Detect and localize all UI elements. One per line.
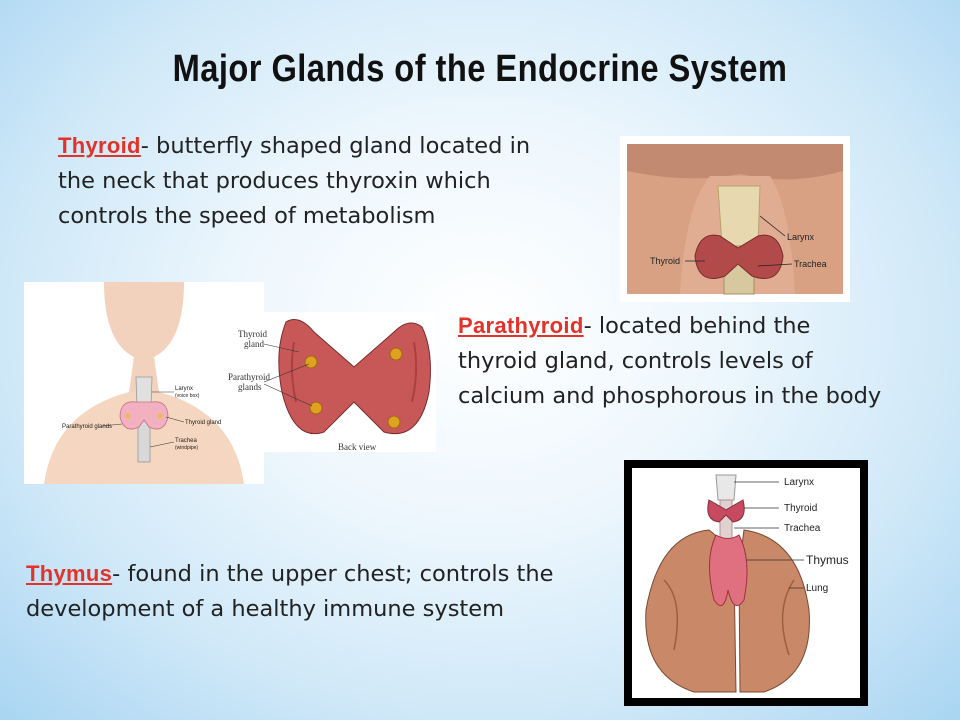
thymus-illustration: Larynx Thyroid Trachea Thymus Lung [632,468,860,698]
back-label-back-view: Back view [338,442,377,452]
thyroid-description: Thyroid- butterfly shaped gland located … [58,128,558,234]
thyroid-term: Thyroid [58,133,141,158]
thymus-image: Larynx Thyroid Trachea Thymus Lung [624,460,868,706]
back-label-parathyroid: Parathyroid [228,372,270,382]
back-label-thyroid: Thyroid [238,329,267,339]
thymus-label-larynx: Larynx [784,477,814,488]
slide-title: Major Glands of the Endocrine System [172,48,788,90]
neck-label-thyroid: Thyroid [650,256,680,266]
back-label-parathyroid-2: glands [238,382,262,392]
parathyroid-image: Larynx (voice box) Thyroid gland Parathy… [24,282,436,484]
front-label-trachea: Trachea [175,438,197,444]
thymus-label-lung: Lung [806,583,828,594]
thymus-label-trachea: Trachea [784,523,821,534]
thyroid-separator: - [140,133,157,159]
thyroid-neck-image: Larynx Trachea Thyroid [620,136,850,302]
front-label-larynx: Larynx [175,386,193,392]
neck-label-larynx: Larynx [787,232,815,242]
thymus-label-thymus: Thymus [806,553,849,567]
parathyroid-illustration: Larynx (voice box) Thyroid gland Parathy… [24,282,436,484]
thymus-term: Thymus [26,561,113,586]
thymus-description: Thymus- found in the upper chest; contro… [26,556,606,627]
thyroid-text: butterfly shaped gland located in the ne… [58,133,531,229]
neck-label-trachea: Trachea [794,259,827,269]
thymus-label-thyroid: Thyroid [784,503,817,514]
thymus-separator: - [112,561,128,587]
parathyroid-text: located behind the thyroid gland, contro… [458,313,882,409]
parathyroid-separator: - [583,313,599,339]
thyroid-neck-illustration: Larynx Trachea Thyroid [620,136,850,302]
front-label-trachea-sub: (windpipe) [175,445,198,451]
front-label-larynx-sub: (voice box) [175,393,200,399]
parathyroid-description: Parathyroid- located behind the thyroid … [458,308,888,414]
front-label-thyroid-gland: Thyroid gland [185,420,221,426]
front-label-parathyroid-glands: Parathyroid glands [62,424,112,430]
back-label-thyroid-2: gland [244,339,264,349]
parathyroid-term: Parathyroid [458,313,584,338]
thymus-text: found in the upper chest; controls the d… [26,561,554,622]
